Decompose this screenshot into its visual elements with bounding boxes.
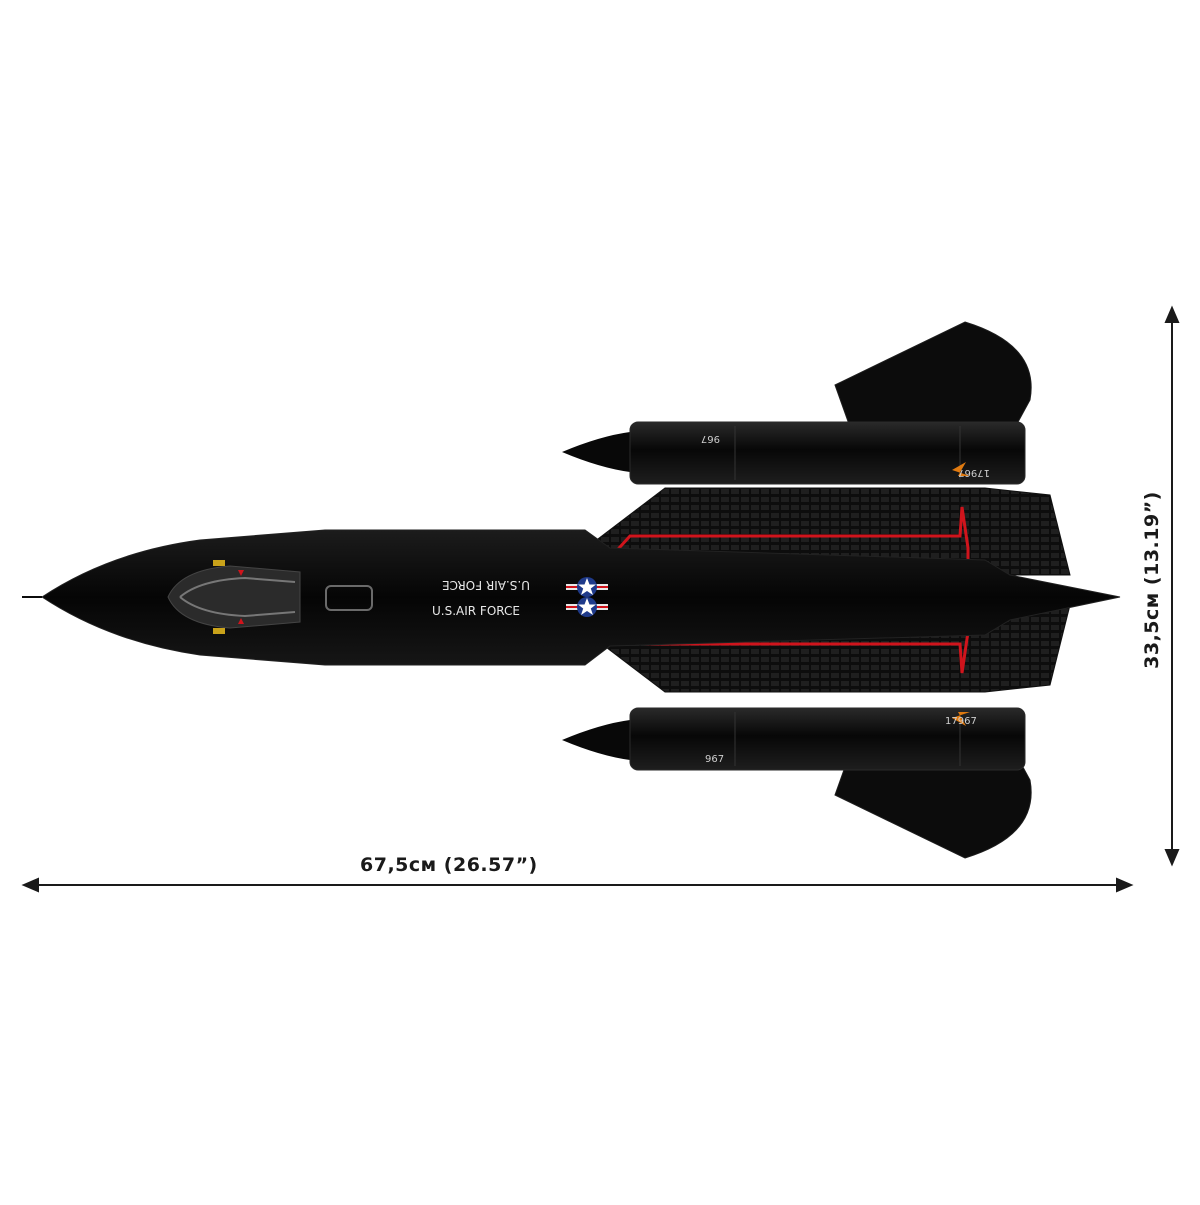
- lower-engine-nacelle: [562, 707, 1026, 771]
- upper-nacelle-number: 967: [701, 433, 720, 444]
- lower-roundel: [566, 597, 608, 617]
- length-dimension-label: 67,5см (26.57”): [360, 854, 538, 876]
- upper-engine-nacelle: [562, 421, 1026, 485]
- lower-nacelle-number: 967: [705, 754, 724, 765]
- height-dimension-label: 33,5см (13.19”): [1141, 491, 1163, 669]
- width-dimension-arrow: [21, 877, 1134, 893]
- height-dimension-arrow: [1164, 305, 1180, 867]
- upper-wing-red-line: [608, 506, 970, 560]
- cockpit-canopy: [167, 565, 301, 629]
- upper-roundel: [566, 577, 608, 597]
- usaf-marking-mirrored: U.S.AIR FORCE: [442, 578, 530, 592]
- fuselage: [41, 529, 1121, 666]
- hatch-panel: [325, 585, 373, 611]
- upper-tail-serial: 17967: [958, 467, 990, 478]
- lower-tail-serial: 17967: [945, 716, 977, 727]
- usaf-marking: U.S.AIR FORCE: [432, 604, 520, 618]
